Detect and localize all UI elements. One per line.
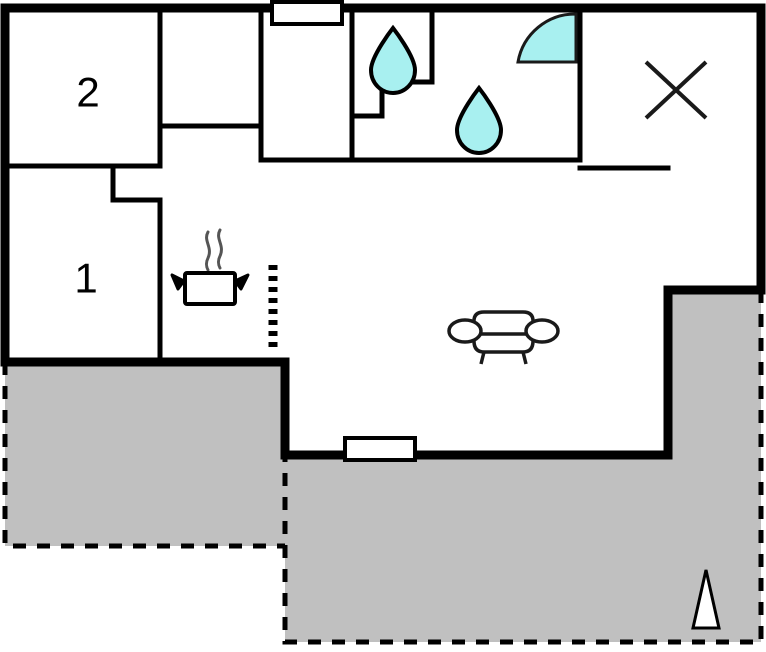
room-labels: 2 1 — [74, 69, 99, 302]
pot-body — [183, 271, 237, 306]
outer-wall — [0, 3, 766, 460]
terrace-areas — [2, 290, 764, 645]
sofa-arm-left — [447, 318, 483, 344]
terrace-left-fill — [5, 362, 285, 546]
quarter-circle-shower-icon — [516, 12, 578, 64]
wall-room1-jog — [110, 163, 163, 203]
building-outline — [0, 3, 766, 460]
water-drop-icon — [368, 24, 418, 96]
room-label-1: 1 — [74, 255, 97, 302]
terrace-left-dashed-border — [2, 362, 285, 549]
sofa-icon — [447, 310, 560, 365]
water-drop-icon — [454, 84, 504, 156]
door-top[interactable] — [270, 0, 344, 26]
pot-steam — [204, 230, 211, 272]
sofa-leg-right — [521, 351, 528, 365]
sofa-arm-right — [524, 318, 560, 344]
terrace-right-dashed-border — [282, 290, 764, 645]
room-label-2: 2 — [76, 69, 99, 116]
pot-steam — [216, 228, 223, 270]
cross-mark-icon — [644, 60, 708, 120]
sofa-leg-left — [479, 351, 486, 365]
sofa-back — [472, 310, 535, 334]
openings — [270, 0, 417, 462]
bathroom-fixtures — [368, 12, 578, 156]
north-arrow-icon — [691, 569, 721, 630]
terrace-right-fill — [285, 290, 761, 642]
door-bottom[interactable] — [343, 436, 417, 462]
pot-handle-left — [170, 273, 186, 291]
cooking-pot-icon — [170, 228, 250, 306]
pot-handle-right — [233, 273, 250, 291]
interior-walls — [2, 5, 671, 365]
